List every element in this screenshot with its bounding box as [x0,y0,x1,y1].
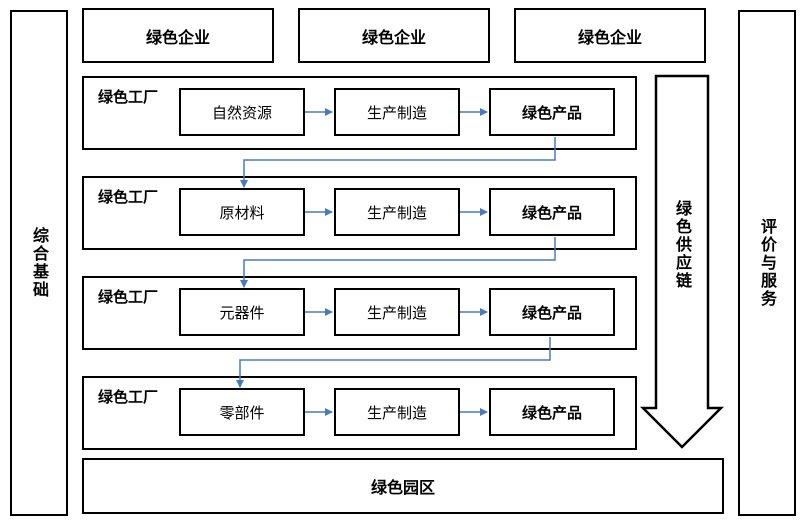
step-label: 生产制造 [367,102,427,123]
factory-label: 绿色工厂 [98,286,158,307]
factory-label: 绿色工厂 [98,186,158,207]
step-label: 零部件 [219,402,264,423]
step-label: 生产制造 [367,302,427,323]
step-input: 原材料 [179,188,305,236]
step-label: 原材料 [219,202,264,223]
enterprise-box-2: 绿色企业 [298,8,490,63]
step-label: 自然资源 [212,102,272,123]
supply-chain-label: 绿色供应链 [670,200,694,290]
step-manufacturing: 生产制造 [334,188,460,236]
supply-chain-label-wrap: 绿色供应链 [656,180,708,310]
factory-label: 绿色工厂 [98,86,158,107]
left-bar-comprehensive-basis: 综合基础 [10,10,68,516]
enterprise-label: 绿色企业 [362,24,426,48]
enterprise-label: 绿色企业 [578,24,642,48]
step-manufacturing: 生产制造 [334,88,460,136]
step-green-product: 绿色产品 [489,288,615,336]
step-manufacturing: 生产制造 [334,288,460,336]
enterprise-label: 绿色企业 [146,24,210,48]
step-input: 零部件 [179,388,305,436]
step-label: 生产制造 [367,402,427,423]
step-green-product: 绿色产品 [489,388,615,436]
factory-label: 绿色工厂 [98,386,158,407]
right-bar-evaluation-service: 评价与服务 [738,10,796,516]
green-park-box: 绿色园区 [82,458,724,514]
step-green-product: 绿色产品 [489,88,615,136]
step-green-product: 绿色产品 [489,188,615,236]
right-bar-label: 评价与服务 [755,218,779,308]
enterprise-box-1: 绿色企业 [82,8,274,63]
step-label: 绿色产品 [522,202,582,223]
left-bar-label: 综合基础 [27,227,51,299]
step-label: 生产制造 [367,202,427,223]
step-input: 自然资源 [179,88,305,136]
step-label: 绿色产品 [522,102,582,123]
green-park-label: 绿色园区 [371,474,435,498]
step-label: 绿色产品 [522,302,582,323]
step-label: 绿色产品 [522,402,582,423]
step-input: 元器件 [179,288,305,336]
step-label: 元器件 [219,302,264,323]
step-manufacturing: 生产制造 [334,388,460,436]
enterprise-box-3: 绿色企业 [514,8,706,63]
